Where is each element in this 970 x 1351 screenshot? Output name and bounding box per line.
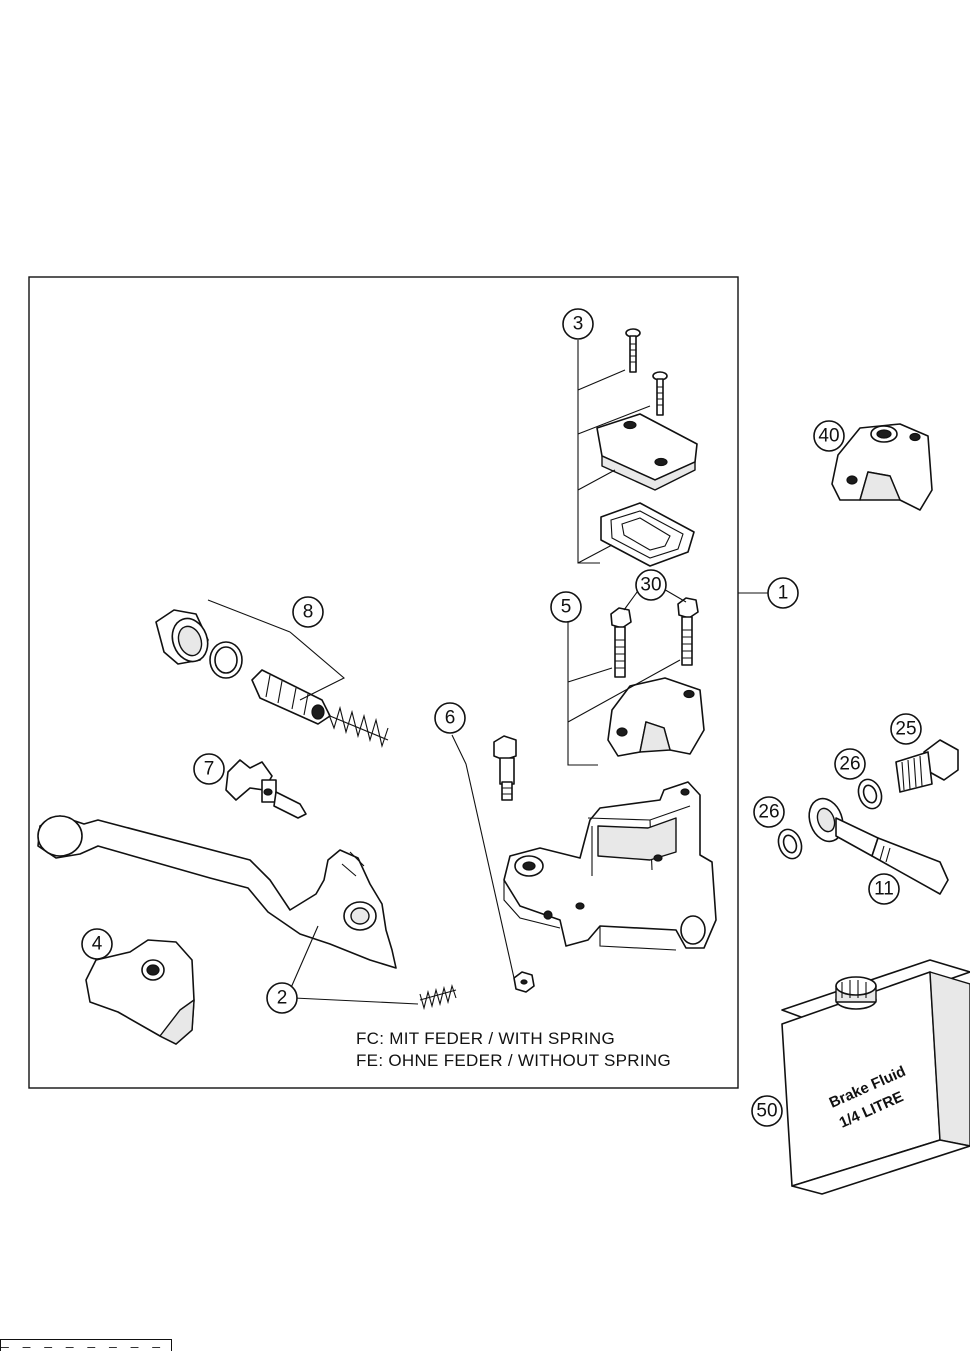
- lever-spring: [419, 984, 457, 1011]
- part-3-reservoir-cover-group: [577, 328, 698, 567]
- svg-text:40: 40: [818, 426, 839, 447]
- svg-text:4: 4: [92, 934, 103, 955]
- clamp-bolt-1: [610, 607, 632, 678]
- part-40-handlebar-clamp: [831, 423, 933, 511]
- callout-1: 1: [767, 577, 799, 609]
- callout-40: 40: [813, 420, 845, 452]
- svg-text:30: 30: [640, 575, 661, 596]
- part-26-washer-lower: [777, 828, 803, 860]
- callout-26-lower: 26: [753, 796, 785, 828]
- callout-2: 2: [266, 982, 298, 1014]
- svg-text:5: 5: [561, 597, 572, 618]
- svg-text:8: 8: [303, 602, 314, 623]
- piston-boot: [155, 609, 209, 665]
- part-11-brake-line: [808, 797, 949, 895]
- callout-8: 8: [292, 596, 324, 628]
- lower-clamp: [607, 677, 705, 757]
- svg-text:11: 11: [874, 879, 894, 900]
- callout-26-upper: 26: [834, 748, 866, 780]
- reservoir-cover: [596, 413, 698, 491]
- part-6-pivot-bolt: [451, 734, 535, 993]
- callout-4: 4: [81, 928, 113, 960]
- callout-30: 30: [635, 569, 667, 601]
- svg-text:3: 3: [573, 314, 584, 335]
- svg-text:26: 26: [758, 802, 779, 823]
- svg-text:7: 7: [204, 759, 215, 780]
- circlip: [209, 641, 243, 679]
- svg-text:1: 1: [778, 583, 789, 604]
- reservoir-gasket: [600, 502, 695, 567]
- callout-7: 7: [193, 753, 225, 785]
- piston-spring: [327, 705, 389, 749]
- cover-screw-2: [652, 371, 668, 416]
- part-2-lever: [37, 815, 397, 969]
- svg-text:2: 2: [277, 988, 288, 1009]
- piston: [251, 669, 331, 725]
- svg-text:25: 25: [895, 719, 916, 740]
- callout-5: 5: [550, 591, 582, 623]
- part-8-piston-kit: [155, 599, 389, 749]
- svg-text:50: 50: [756, 1101, 777, 1122]
- svg-text:26: 26: [839, 754, 860, 775]
- part-4-lever-guard: [85, 939, 195, 1045]
- callout-25: 25: [890, 713, 922, 745]
- note-fe: FE: OHNE FEDER / WITHOUT SPRING: [356, 1051, 672, 1070]
- part-1-master-cylinder-body: [503, 781, 717, 951]
- callout-6: 6: [434, 702, 466, 734]
- part-26-washer-upper: [857, 778, 883, 810]
- clamp-bolt-2: [677, 597, 699, 666]
- callout-50: 50: [751, 1095, 783, 1127]
- part-7-adjuster: [225, 759, 307, 819]
- callout-3: 3: [562, 308, 594, 340]
- figure-code: — — — — — — — —: [0, 1339, 172, 1351]
- note-fc: FC: MIT FEDER / WITH SPRING: [356, 1029, 616, 1048]
- cover-screw-1: [625, 328, 641, 373]
- callout-11: 11: [868, 873, 900, 905]
- svg-text:6: 6: [445, 708, 456, 729]
- part-25-banjo-bolt: [895, 739, 959, 793]
- assembly-frame: [28, 276, 739, 1089]
- part-50-brake-fluid-can: Brake Fluid 1/4 LITRE: [781, 959, 970, 1195]
- part-5-clamp-with-bolts: [567, 587, 705, 766]
